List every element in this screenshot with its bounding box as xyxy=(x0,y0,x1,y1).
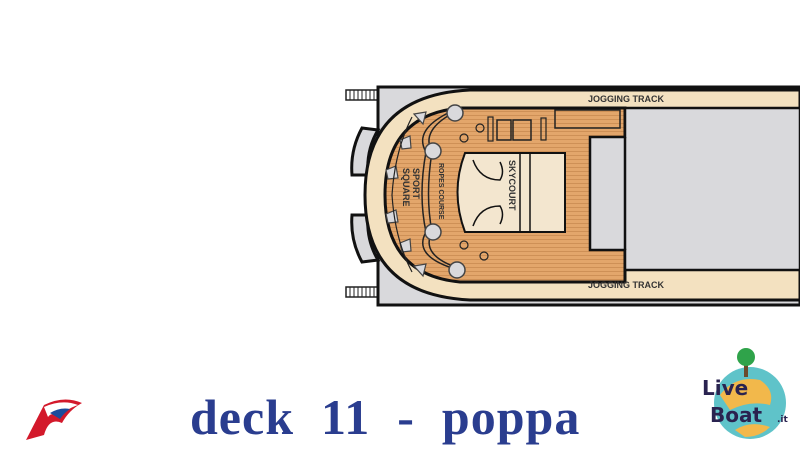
liveboat-logo: Live Boat .it xyxy=(700,345,790,450)
svg-text:.it: .it xyxy=(777,415,789,425)
railing-top-left xyxy=(345,89,379,101)
svg-text:Boat: Boat xyxy=(710,403,762,427)
label-ropes-course: ROPES COURSE xyxy=(437,163,444,220)
carnival-logo xyxy=(26,399,82,440)
ropes-course xyxy=(421,104,466,279)
label-sport: SPORT xyxy=(411,168,421,200)
svg-text:Live: Live xyxy=(702,376,748,400)
page-title: deck 11 - poppa xyxy=(190,389,581,445)
label-square: SQUARE xyxy=(401,168,411,207)
interior-area xyxy=(588,106,800,272)
label-sport-square: SPORT SQUARE xyxy=(401,168,421,207)
globe-icon: Live Boat .it xyxy=(702,348,789,439)
label-skycourt: SKYCOURT xyxy=(507,160,517,211)
skycourt-area xyxy=(456,152,566,233)
label-jogging-track-bottom: JOGGING TRACK xyxy=(588,280,665,290)
label-jogging-track-top: JOGGING TRACK xyxy=(588,94,665,104)
railing-bottom-left xyxy=(345,286,379,298)
sport-square xyxy=(385,111,427,278)
